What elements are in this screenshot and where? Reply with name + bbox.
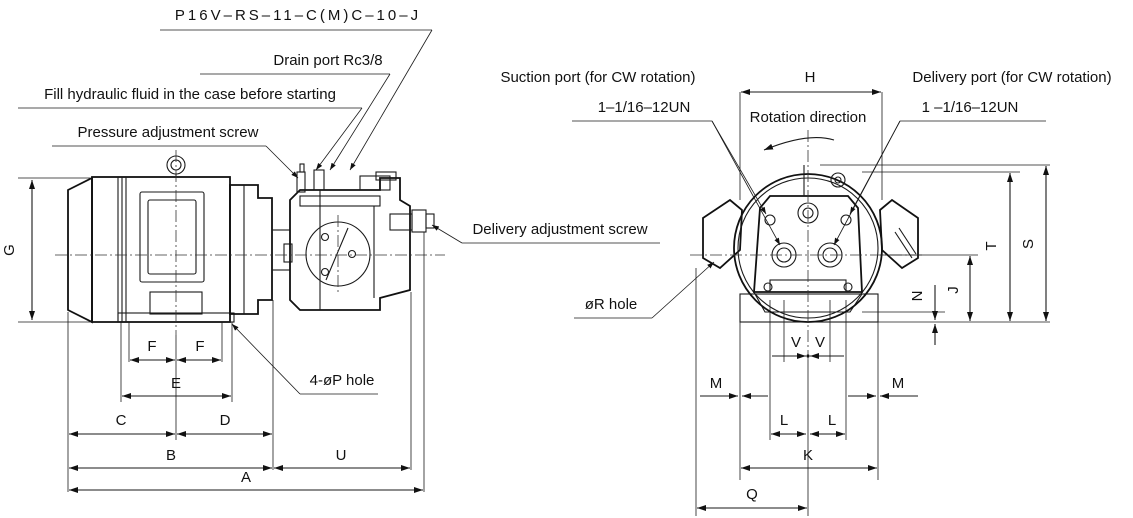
dim-J: J [945,286,962,294]
dim-T: T [983,241,1000,250]
dim-K: K [803,447,813,464]
rotation-direction-label: Rotation direction [750,109,867,126]
dim-V-left: V [791,334,801,351]
motor-flange [229,184,273,315]
part-number: P16V–RS–11–C(M)C–10–J [175,7,421,24]
callout-delivery-screw: Delivery adjustment screw [472,221,647,238]
callout-suction-port: Suction port (for CW rotation) [500,69,695,86]
side-view: G F F E C D B U A P16V–RS–11–C(M)C–10–J … [1,7,660,493]
front-view: H V V M M L L K Q N J T [500,69,1112,516]
dim-S: S [1020,239,1037,249]
callout-r-hole: øR hole [585,296,638,313]
motor-fan-cover [67,176,93,324]
dim-M-right: M [892,375,905,392]
callout-4p-hole: 4-øP hole [310,372,375,389]
dim-D: D [220,412,231,429]
dim-G: G [1,244,18,256]
dim-M-left: M [710,375,723,392]
dim-C: C [116,412,127,429]
dim-F-right: F [195,338,204,355]
terminal-box-left [702,198,743,270]
dim-U: U [336,447,347,464]
callout-delivery-port: Delivery port (for CW rotation) [912,69,1111,86]
dim-V-right: V [815,334,825,351]
terminal-box [139,191,205,283]
dim-F-left: F [147,338,156,355]
dim-A: A [241,469,251,486]
callout-drain-port: Drain port Rc3/8 [273,52,382,69]
pump-face [753,195,863,293]
dim-E: E [171,375,181,392]
dim-H: H [805,69,816,86]
motor-body [91,176,231,323]
callout-delivery-thread: 1 –1/16–12UN [922,99,1019,116]
dim-L-right: L [828,412,836,429]
dim-N: N [909,291,926,302]
callout-suction-thread: 1–1/16–12UN [598,99,691,116]
rotation-arrow [763,137,835,151]
dim-Q: Q [746,486,758,503]
callout-fill-note: Fill hydraulic fluid in the case before … [44,86,336,103]
callout-pressure-screw: Pressure adjustment screw [78,124,259,141]
dim-L-left: L [780,412,788,429]
dim-B: B [166,447,176,464]
